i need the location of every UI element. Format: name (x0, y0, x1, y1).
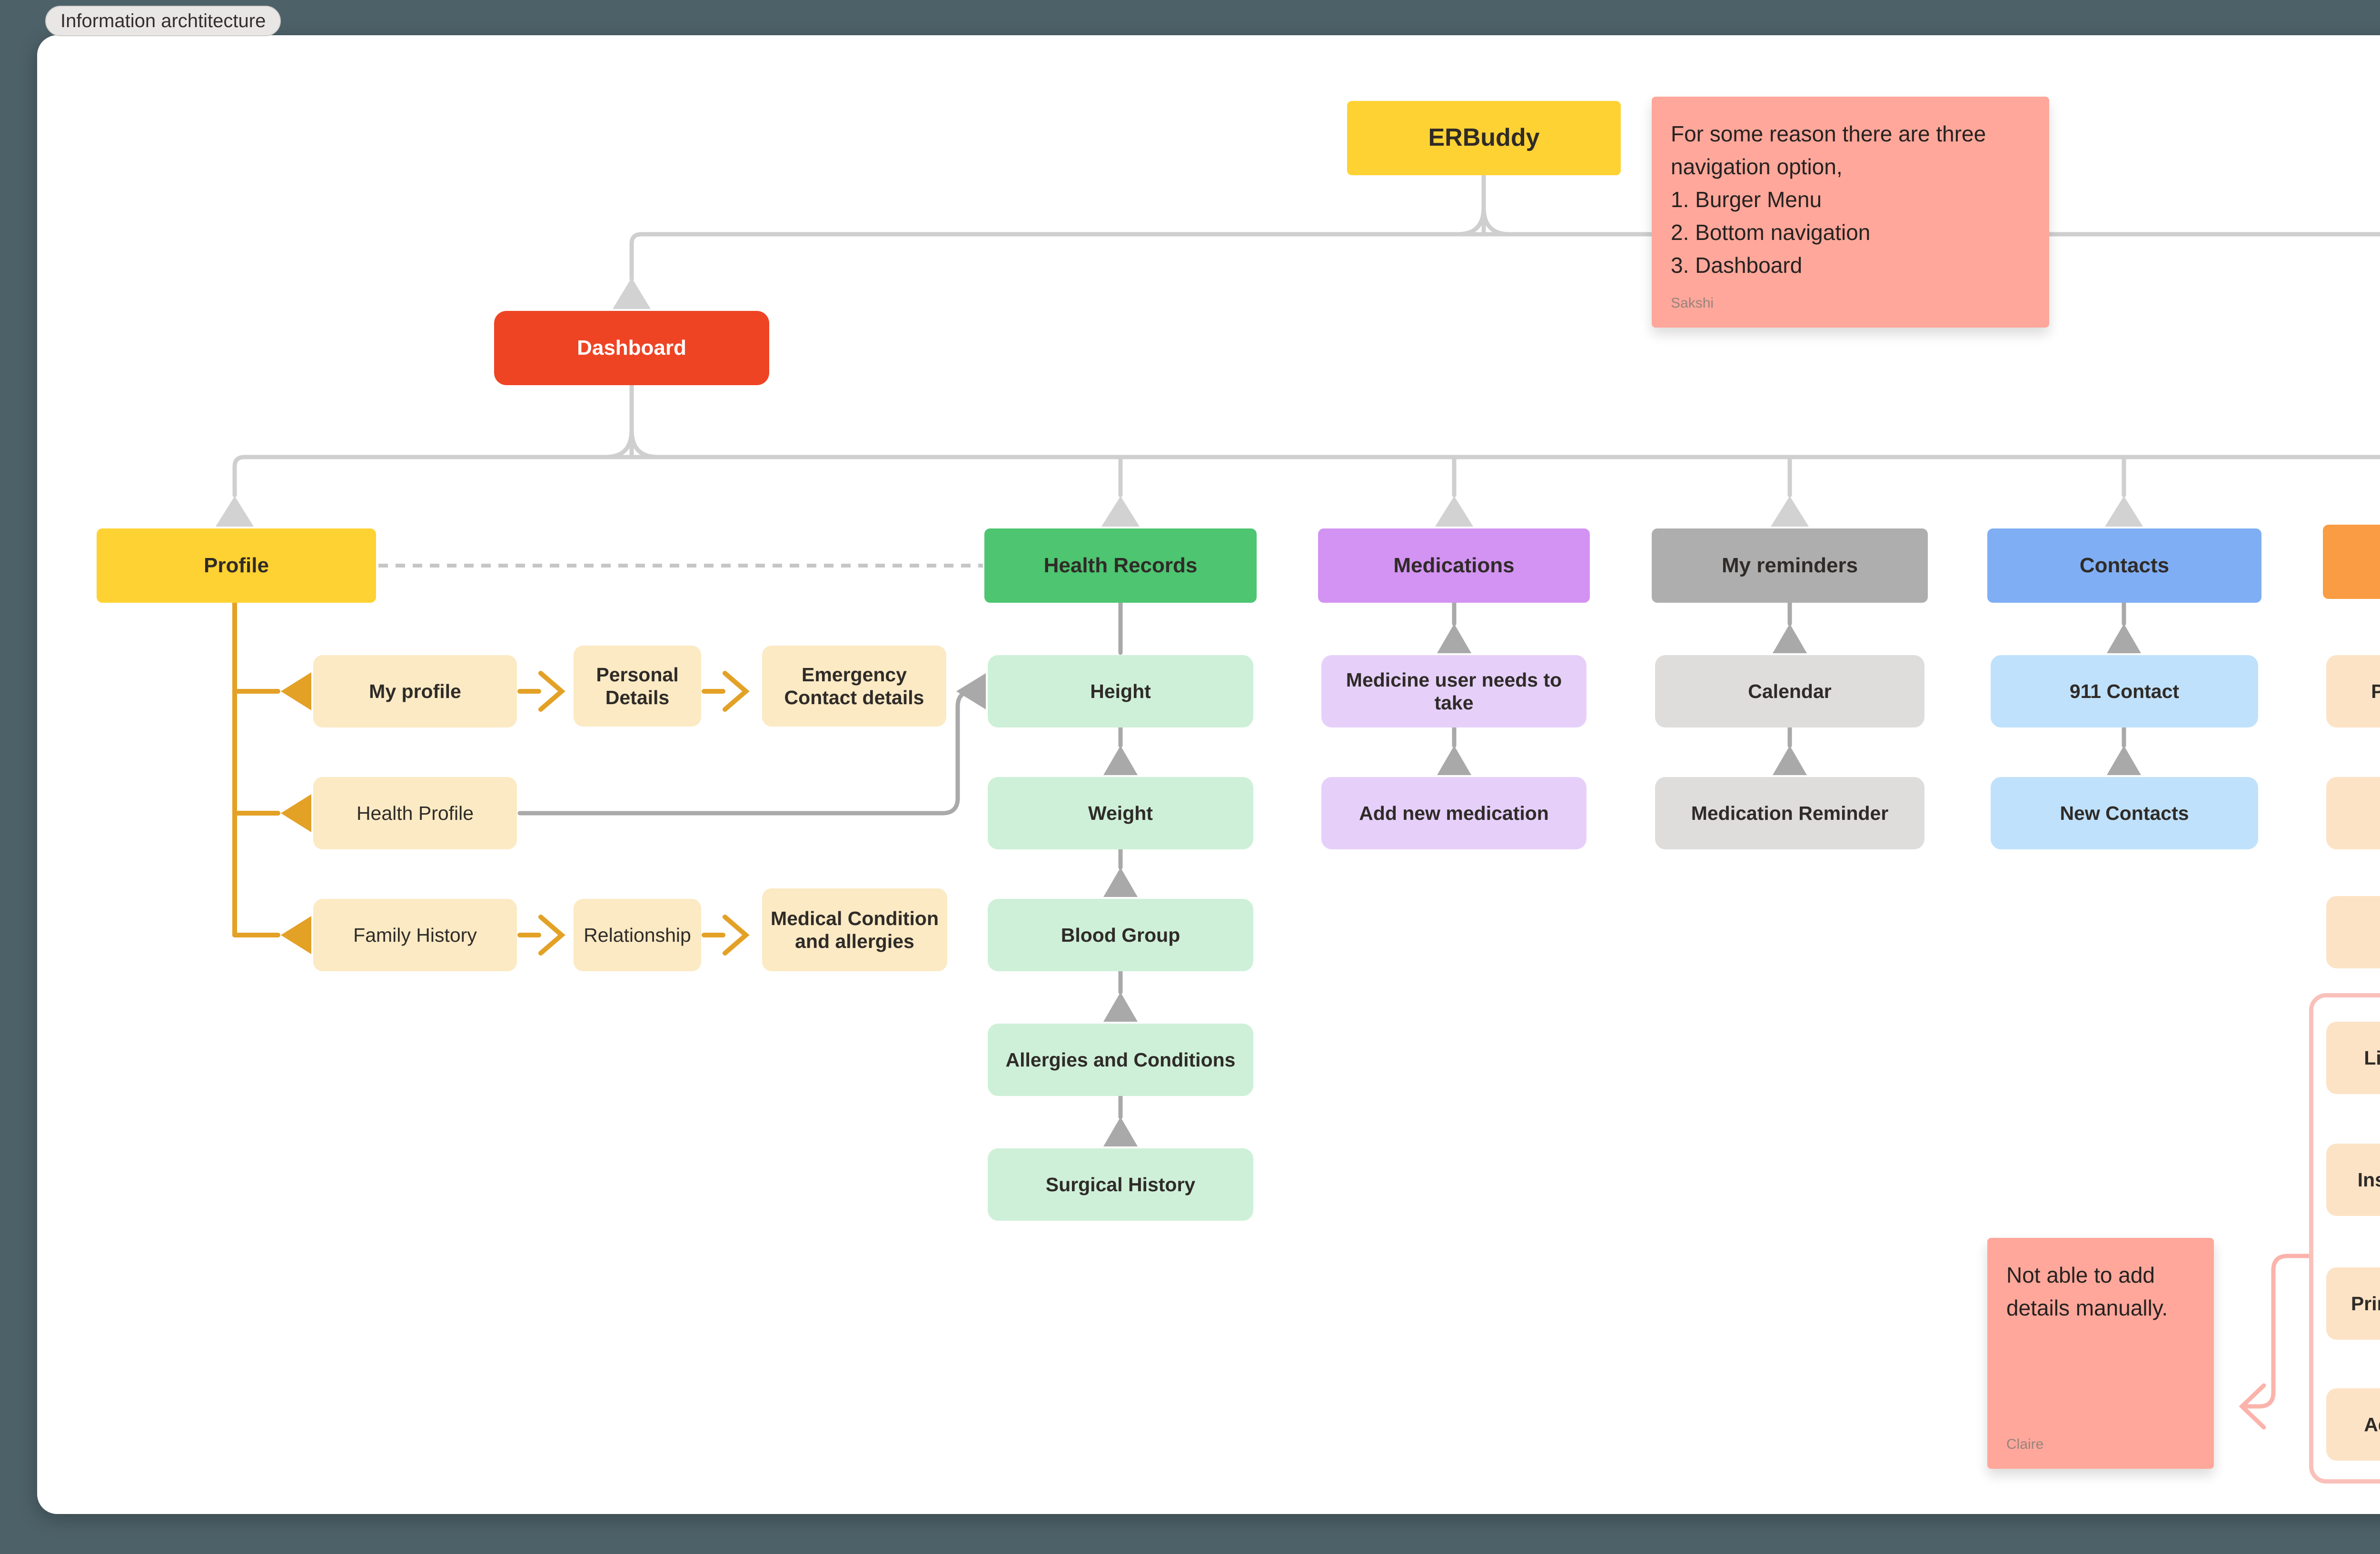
node-medication-reminder[interactable]: Medication Reminder (1655, 777, 1924, 849)
node-surgical-history[interactable]: Surgical History (988, 1148, 1253, 1221)
node-lifestyle-information[interactable]: Lifestyle information (2326, 1022, 2380, 1094)
node-primary-care-physician[interactable]: Primary Care Physician (2326, 1267, 2380, 1340)
node-contacts-header[interactable]: Contacts (1987, 528, 2261, 603)
node-profile-header[interactable]: Profile (97, 528, 376, 603)
node-add-new-medication[interactable]: Add new medication (1321, 777, 1587, 849)
node-family-history[interactable]: Family History (313, 899, 517, 971)
manual-details-group[interactable] (2309, 993, 2380, 1484)
node-reminders-header[interactable]: My reminders (1652, 528, 1928, 603)
node-my-profile[interactable]: My profile (313, 655, 517, 727)
node-health-records-header[interactable]: Health Records (984, 528, 1257, 603)
node-weight[interactable]: Weight (988, 777, 1253, 849)
sticky-note-navigation[interactable]: For some reason there are three navigati… (1652, 97, 2049, 328)
node-new-contacts[interactable]: New Contacts (1991, 777, 2258, 849)
node-911-family-history[interactable]: Family History (2326, 896, 2380, 968)
node-erbuddy[interactable]: ERBuddy (1347, 101, 1621, 175)
sticky-note-author: Sakshi (1671, 295, 1714, 311)
sticky-note-body: Not able to add details manually. (2006, 1263, 2168, 1320)
node-blood-group[interactable]: Blood Group (988, 899, 1253, 971)
node-health-profile[interactable]: Health Profile (313, 777, 517, 849)
node-medical-condition[interactable]: Medical Condition and allergies (762, 888, 947, 971)
node-advanced-directives[interactable]: Advanced Directives (2326, 1388, 2380, 1461)
node-personal-details[interactable]: Personal Details (574, 646, 701, 727)
node-relationship[interactable]: Relationship (574, 899, 701, 971)
node-medicine-to-take[interactable]: Medicine user needs to take (1321, 655, 1587, 727)
node-911-summary-header[interactable]: 911 Summary (2323, 525, 2380, 599)
page-title-pill[interactable]: Information archtitecture (45, 6, 281, 36)
node-911-contact[interactable]: 911 Contact (1991, 655, 2258, 727)
node-insurance-information[interactable]: Insurance information (2326, 1144, 2380, 1216)
node-dashboard[interactable]: Dashboard (494, 311, 769, 385)
node-allergies-conditions[interactable]: Allergies and Conditions (988, 1024, 1253, 1096)
node-emergency-contact[interactable]: Emergency Contact details (762, 646, 946, 727)
node-medical-history[interactable]: Medical History (2326, 777, 2380, 849)
sticky-note-author: Claire (2006, 1436, 2044, 1452)
sticky-note-manual-details[interactable]: Not able to add details manually. Claire (1987, 1238, 2214, 1469)
node-medications-header[interactable]: Medications (1318, 528, 1590, 603)
node-height[interactable]: Height (988, 655, 1253, 727)
node-patient-information[interactable]: Patient Information (2326, 655, 2380, 727)
sticky-note-body: For some reason there are three navigati… (1671, 121, 1986, 278)
node-calendar[interactable]: Calendar (1655, 655, 1924, 727)
